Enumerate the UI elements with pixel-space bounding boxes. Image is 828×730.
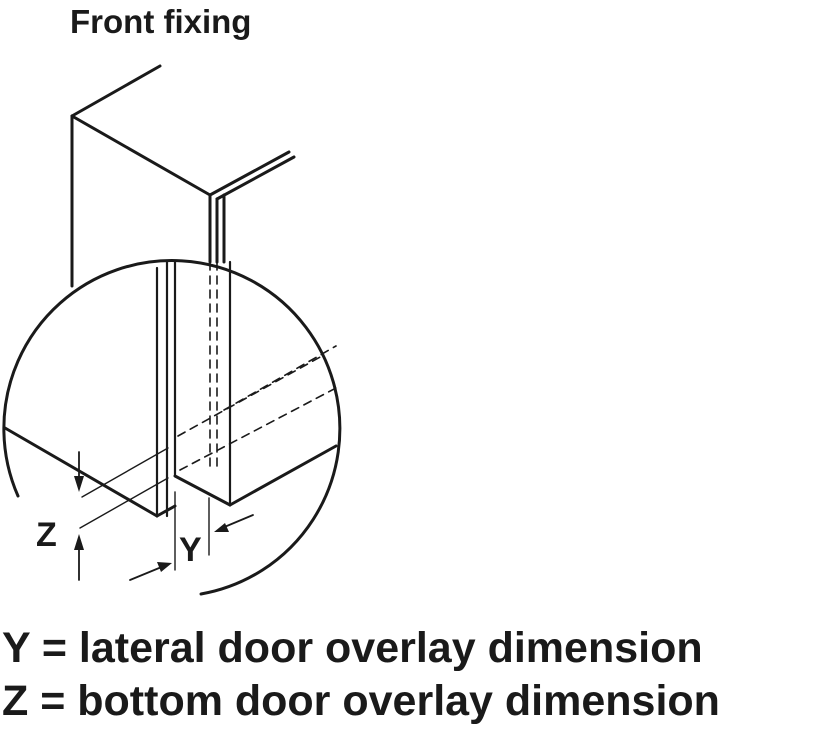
legend-z-dimension: Z = bottom door overlay dimension	[2, 677, 720, 725]
detail-circle	[2, 259, 342, 596]
door-panel-top	[208, 150, 296, 264]
z-dimension-label: Z	[36, 516, 57, 554]
y-dimension-label: Y	[179, 531, 202, 569]
z-dimension-arrows	[74, 451, 84, 581]
diagram-title: Front fixing	[70, 3, 252, 40]
detail-vertical-edges	[155, 260, 232, 518]
legend-y-dimension: Y = lateral door overlay dimension	[2, 624, 703, 672]
front-fixing-diagram: Z Y	[2, 64, 342, 596]
detail-bottom-edges	[3, 426, 338, 518]
hidden-lines	[177, 261, 337, 471]
y-dimension-arrows	[129, 514, 254, 581]
dimension-extension-lines	[79, 447, 210, 571]
cabinet-side-panel	[70, 64, 212, 288]
